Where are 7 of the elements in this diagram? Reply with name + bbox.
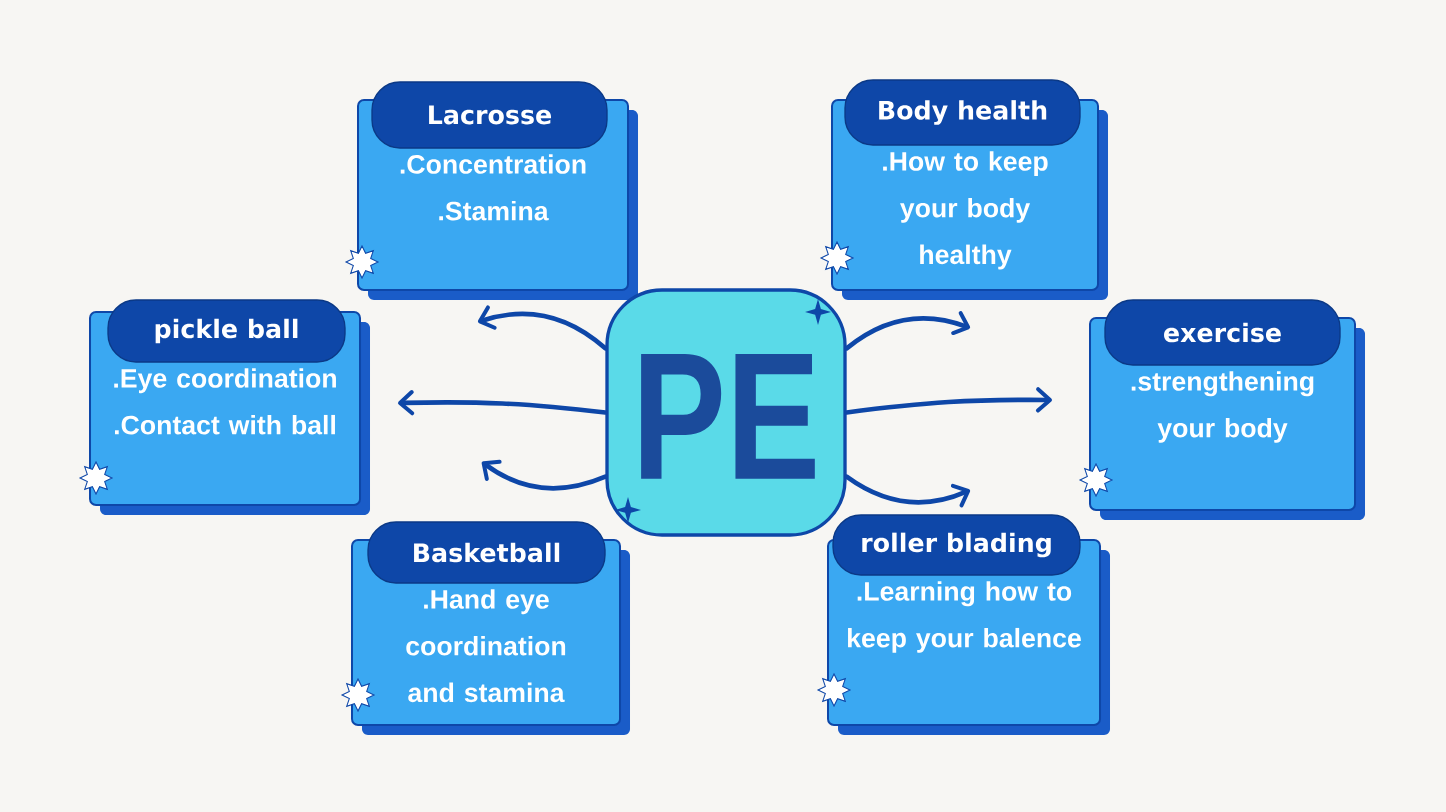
curved-arrow xyxy=(477,305,608,351)
curved-arrow xyxy=(844,311,971,351)
curved-arrow xyxy=(844,474,971,508)
center-label: PE xyxy=(641,354,815,479)
curved-arrow xyxy=(844,387,1052,415)
curved-arrow xyxy=(481,459,608,491)
curved-arrow xyxy=(398,390,608,416)
